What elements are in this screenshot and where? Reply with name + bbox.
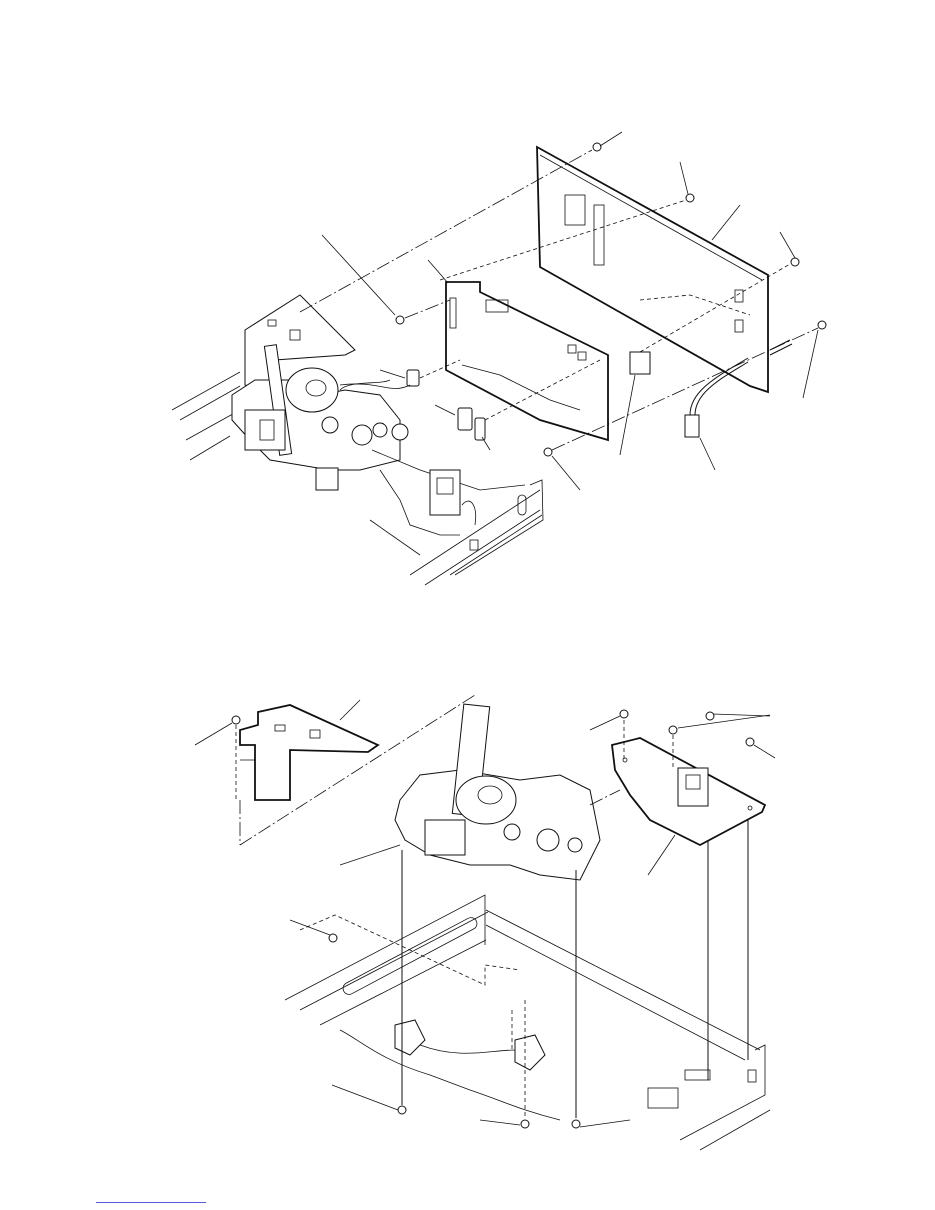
assembly-lines-top (299, 149, 819, 451)
bracket-board (231, 704, 380, 801)
rear-panel (536, 145, 769, 394)
power-board (371, 449, 526, 536)
deck-mechanism-bottom (394, 703, 601, 881)
bottom-exploded-view (194, 694, 776, 1151)
deck-mechanism (231, 294, 409, 491)
chassis-bottom (284, 894, 771, 1151)
leader-lines-top (321, 131, 819, 491)
pcb-holder (629, 351, 651, 375)
footer-rule (96, 1202, 206, 1203)
screws-top (395, 142, 827, 457)
top-exploded-view (171, 131, 827, 586)
assembly-lines-bottom (239, 694, 749, 1118)
wire-connectors (339, 339, 793, 441)
main-pcb (445, 281, 609, 442)
chassis-frame (171, 371, 544, 586)
leader-lines-bottom (194, 699, 776, 1128)
power-pcb (611, 737, 767, 847)
screws-bottom (328, 709, 755, 1129)
